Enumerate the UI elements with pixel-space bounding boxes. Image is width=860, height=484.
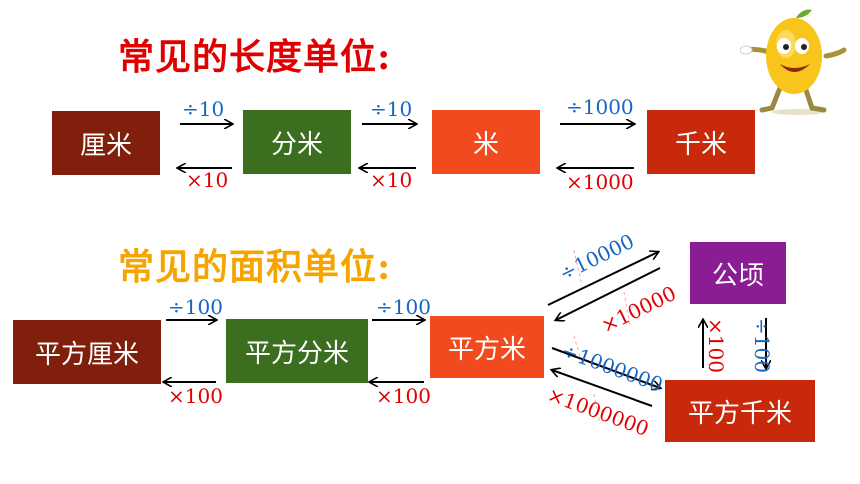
arrow-diagonal-up (552, 370, 653, 407)
op-label-div: ÷1000 (566, 95, 634, 119)
arrow-diagonal-down (556, 267, 661, 320)
length-units-title: 常见的长度单位: (118, 36, 392, 78)
op-label-mul: ×10 (186, 168, 229, 192)
op-label-mul: ×1000 (566, 170, 634, 194)
op-label-div: ÷100 (376, 295, 431, 319)
unit-label: 厘米 (79, 130, 132, 161)
op-label-mul: ×100 (168, 384, 223, 408)
op-label-div: ÷100 (168, 295, 223, 319)
unit-box-decimeter: 分米 (243, 110, 351, 174)
unit-box-square-kilometer: 平方千米 (665, 380, 815, 442)
unit-label: 分米 (270, 129, 323, 160)
op-label-div: ÷10 (182, 97, 225, 121)
op-label-div: ÷100 (750, 318, 774, 373)
unit-label: 米 (472, 129, 499, 160)
unit-box-square-centimeter: 平方厘米 (13, 320, 161, 384)
op-label-mul: ×100 (704, 318, 728, 373)
unit-label: 平方千米 (687, 398, 792, 429)
unit-label: 公顷 (711, 260, 764, 291)
unit-label: 平方厘米 (34, 339, 139, 370)
op-label-mul: ×10 (370, 168, 413, 192)
unit-box-kilometer: 千米 (647, 110, 755, 174)
unit-box-square-decimeter: 平方分米 (226, 319, 368, 383)
arrow-diagonal-up (547, 252, 658, 306)
unit-box-square-meter: 平方米 (430, 316, 544, 378)
op-label-div: ÷10 (370, 97, 413, 121)
unit-box-centimeter: 厘米 (52, 111, 160, 175)
unit-box-hectare: 公顷 (690, 242, 786, 304)
unit-box-meter: 米 (432, 110, 540, 174)
area-units-title: 常见的面积单位: (118, 246, 392, 288)
arrow-diagonal-down (551, 347, 660, 388)
unit-label: 平方分米 (244, 338, 349, 369)
unit-label: 千米 (674, 129, 727, 160)
lemon-mascot-icon (740, 9, 847, 115)
unit-label: 平方米 (447, 334, 526, 365)
op-label-mul: ×100 (376, 384, 431, 408)
